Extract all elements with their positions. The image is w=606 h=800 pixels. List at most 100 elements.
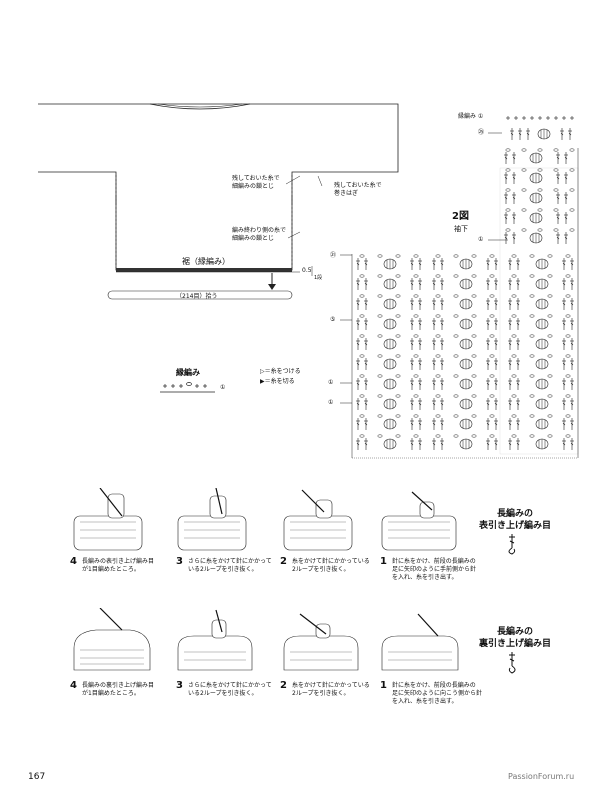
chart-symbol (359, 314, 365, 318)
chart-symbol (383, 358, 397, 370)
chart-symbol (489, 434, 495, 438)
chart-symbol (511, 334, 517, 338)
chart-symbol (471, 414, 477, 418)
chart-symbol (431, 417, 437, 431)
chart-symbol (535, 418, 549, 430)
chart-symbol (395, 254, 401, 258)
chart-symbol (493, 397, 499, 411)
front-step-3-text-1: さらに糸をかけて針にかかって (188, 558, 272, 565)
chart-symbol (383, 278, 397, 290)
chart-symbol (453, 434, 459, 438)
chart-symbol (547, 314, 553, 318)
chart-symbol (409, 437, 415, 451)
chart-row-label-21: ㉑ (330, 252, 337, 259)
crochet-chart (340, 115, 579, 459)
chart-symbol (453, 294, 459, 298)
chart-symbol (453, 374, 459, 378)
chart-symbol (453, 314, 459, 318)
chart-symbol (377, 254, 383, 258)
chart-symbol (547, 294, 553, 298)
chart-symbol (453, 274, 459, 278)
chart-symbol (355, 417, 361, 431)
chart-symbol (561, 377, 567, 391)
chart-symbol (529, 434, 535, 438)
chart-symbol (359, 374, 365, 378)
chart-symbol (511, 434, 517, 438)
chart-symbol (409, 337, 415, 351)
legend-cut-yarn: ▶＝糸を切る (260, 378, 295, 385)
chart-symbol (395, 334, 401, 338)
chart-symbol (537, 168, 543, 172)
chart-symbol (507, 357, 513, 371)
chart-symbol (363, 297, 369, 311)
chart-symbol (439, 417, 445, 431)
chart-symbol (565, 274, 571, 278)
page-number: 167 (28, 772, 46, 782)
chart-symbol (377, 314, 383, 318)
chart-symbol (565, 354, 571, 358)
chart-symbol (383, 258, 397, 270)
chart-symbol (383, 398, 397, 410)
front-post-title-1: 長編みの (496, 509, 533, 519)
chart-symbol (515, 397, 521, 411)
chart-symbol (521, 168, 527, 172)
back-step-3-text-1: さらに糸をかけて針にかかって (188, 682, 272, 689)
chart-symbol (409, 397, 415, 411)
chart-symbol (535, 338, 549, 350)
chart-symbol (459, 358, 473, 370)
chart-symbol (489, 394, 495, 398)
chart-symbol (515, 417, 521, 431)
chart-symbol (431, 257, 437, 271)
chart-symbol (435, 314, 441, 318)
chart-symbol (395, 434, 401, 438)
chart-symbol (439, 397, 445, 411)
chart-symbol (565, 414, 571, 418)
chart-symbol (439, 257, 445, 271)
front-step-4-text-2: が1目編めたところ。 (82, 566, 140, 573)
back-step-1-text-2: 足に矢印のように向こう側から針 (392, 690, 483, 697)
chart-symbol (569, 148, 575, 152)
chart-symbol (529, 172, 543, 184)
chart-symbol (413, 434, 419, 438)
chart-symbol (493, 317, 499, 331)
chart-symbol (563, 191, 569, 205)
chart-symbol (417, 357, 423, 371)
chart-symbol (377, 334, 383, 338)
chart-symbol (563, 211, 569, 225)
chart-symbol (507, 277, 513, 291)
chart-symbol (471, 394, 477, 398)
chart-symbol (417, 437, 423, 451)
chart-symbol (507, 377, 513, 391)
chart-symbol (565, 294, 571, 298)
chart-symbol (363, 357, 369, 371)
chart-symbol (359, 274, 365, 278)
chart-symbol (511, 374, 517, 378)
note-right-line-2: 巻きはぎ (334, 190, 359, 197)
chart-symbol (529, 294, 535, 298)
chart-symbol (471, 294, 477, 298)
chart-symbol (359, 254, 365, 258)
chart-symbol (377, 374, 383, 378)
chart-symbol (453, 414, 459, 418)
chart-symbol (453, 254, 459, 258)
note-left-line-2: 細編みの鎖とじ (232, 183, 275, 190)
chart-symbol (507, 297, 513, 311)
front-step-3-number: 3 (176, 556, 183, 567)
chart-symbol (555, 151, 561, 165)
chart-symbol (485, 337, 491, 351)
chart-symbol (535, 438, 549, 450)
chart-symbol (515, 337, 521, 351)
chart-symbol (439, 437, 445, 451)
chart-symbol (459, 298, 473, 310)
chart-symbol (507, 337, 513, 351)
back-step-1-text-3: を入れ、糸を引き出す。 (392, 698, 458, 705)
chart-symbol (511, 211, 517, 225)
chart-symbol (529, 152, 543, 164)
chart-symbol (431, 357, 437, 371)
chart-symbol (417, 277, 423, 291)
chart-symbol (439, 277, 445, 291)
front-step-1-text-3: を入れ、糸を引き出す。 (392, 574, 458, 581)
chart-symbol (565, 254, 571, 258)
chart-symbol (563, 231, 569, 245)
chart-symbol (547, 434, 553, 438)
